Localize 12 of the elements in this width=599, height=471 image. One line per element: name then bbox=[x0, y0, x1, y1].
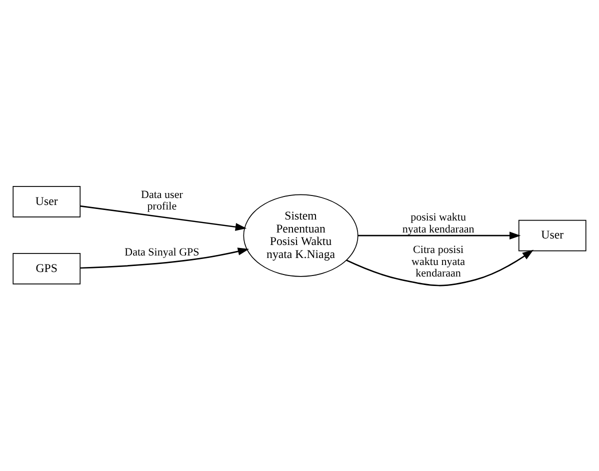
node-box: GPS bbox=[12, 252, 81, 284]
node-box: User bbox=[12, 185, 81, 217]
edge-label: Data user profile bbox=[141, 188, 183, 212]
edge-label: Data Sinyal GPS bbox=[124, 246, 200, 258]
node-ellipse: Sistem Penentuan Posisi Waktu nyata K.Niaga bbox=[243, 194, 358, 276]
edge-label: Citra posisi waktu nyata kendaraan bbox=[412, 243, 466, 280]
node-box: User bbox=[518, 219, 586, 251]
arrow bbox=[358, 231, 521, 239]
edge-label: posisi waktu nyata kendaraan bbox=[402, 211, 474, 236]
arrow bbox=[80, 204, 247, 230]
arrow bbox=[80, 247, 250, 268]
arrow bbox=[346, 249, 534, 286]
